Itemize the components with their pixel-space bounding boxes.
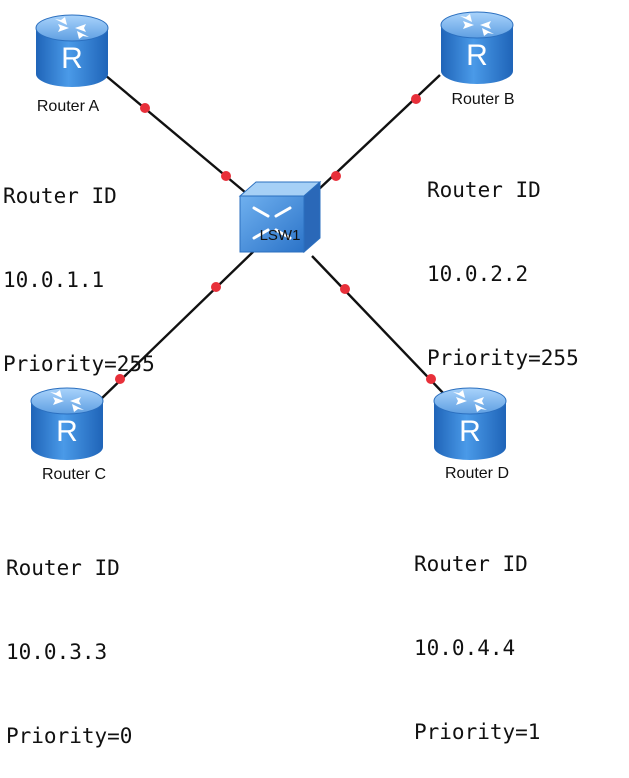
router-id-value: 10.0.4.4 <box>414 636 516 660</box>
router-a-info: Router ID 10.0.1.1 Priority=255 <box>3 126 155 406</box>
router-id-value: 10.0.3.3 <box>6 640 108 664</box>
router-d[interactable]: Router D <box>433 387 509 482</box>
port-dot <box>426 374 436 384</box>
router-id-value: 10.0.2.2 <box>427 262 529 286</box>
port-dot <box>221 171 231 181</box>
router-b-info: Router ID 10.0.2.2 Priority=255 <box>427 120 579 400</box>
router-d-info: Router ID 10.0.4.4 Priority=1 <box>414 494 540 774</box>
switch-icon <box>238 180 322 254</box>
port-dot <box>340 284 350 294</box>
router-a[interactable]: Router A <box>35 14 109 115</box>
priority-value: Priority=255 <box>3 352 155 376</box>
port-dot <box>331 171 341 181</box>
port-dots <box>115 94 436 384</box>
switch-label: LSW1 <box>260 227 301 244</box>
link-router-c-switch <box>99 249 256 401</box>
router-id-value: 10.0.1.1 <box>3 268 105 292</box>
priority-value: Priority=0 <box>6 724 133 748</box>
network-topology-diagram: R LSW1 <box>30 11 515 483</box>
port-dot <box>211 282 221 292</box>
router-id-label: Router ID <box>3 184 117 208</box>
port-dot <box>140 103 150 113</box>
router-id-label: Router ID <box>427 178 541 202</box>
router-a-label: Router A <box>37 98 100 115</box>
router-b-label: Router B <box>451 91 514 108</box>
router-c-label: Router C <box>42 466 106 483</box>
priority-value: Priority=255 <box>427 346 579 370</box>
router-c-info: Router ID 10.0.3.3 Priority=0 <box>6 498 132 778</box>
router-d-label: Router D <box>445 465 509 482</box>
router-id-label: Router ID <box>6 556 120 580</box>
router-icon <box>440 11 514 85</box>
router-id-label: Router ID <box>414 552 528 576</box>
router-icon <box>35 14 109 88</box>
priority-value: Priority=1 <box>414 720 541 744</box>
port-dot <box>115 374 125 384</box>
switch-lsw1[interactable]: LSW1 <box>238 180 322 254</box>
router-b[interactable]: Router B <box>440 11 515 108</box>
port-dot <box>411 94 421 104</box>
router-c[interactable]: Router C <box>30 387 106 483</box>
link-router-b-switch <box>317 74 441 191</box>
link-router-d-switch <box>311 255 446 396</box>
